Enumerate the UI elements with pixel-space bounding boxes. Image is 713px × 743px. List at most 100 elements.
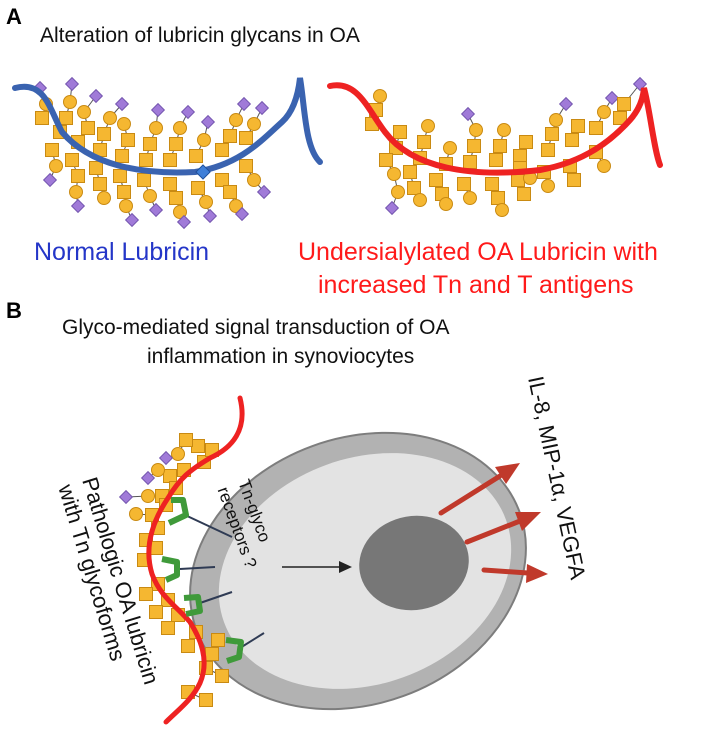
galactose-circle-icon [97, 191, 111, 205]
galnac-square-icon [545, 127, 559, 141]
receptor-3 [183, 594, 203, 617]
signal-arrow [282, 561, 352, 573]
galactose-circle-icon [421, 119, 435, 133]
galactose-circle-icon [49, 159, 63, 173]
galnac-square-icon [139, 153, 153, 167]
galactose-circle-icon [391, 185, 405, 199]
galactose-circle-icon [143, 189, 157, 203]
galactose-circle-icon [69, 185, 83, 199]
sialic-acid-diamond-icon [140, 470, 156, 486]
galactose-circle-icon [549, 113, 563, 127]
galnac-square-icon [189, 149, 203, 163]
galactose-circle-icon [495, 203, 509, 217]
galnac-square-icon [489, 153, 503, 167]
galactose-circle-icon [151, 463, 165, 477]
synoviocyte-cell [189, 431, 527, 711]
galnac-square-icon [191, 439, 205, 453]
output-arrow-2 [464, 512, 541, 545]
galnac-square-icon [613, 111, 627, 125]
galactose-circle-icon [149, 121, 163, 135]
galactose-circle-icon [117, 117, 131, 131]
galactose-circle-icon [171, 447, 185, 461]
galnac-square-icon [139, 587, 153, 601]
galnac-square-icon [169, 191, 183, 205]
pathologic-lubricin-label: Pathologic OA lubricin with Tn glycoform… [53, 473, 166, 700]
galactose-circle-icon [229, 113, 243, 127]
galnac-square-icon [393, 125, 407, 139]
galnac-square-icon [223, 185, 237, 199]
galnac-square-icon [239, 131, 253, 145]
galnac-square-icon [589, 121, 603, 135]
galnac-square-icon [205, 647, 219, 661]
galnac-square-icon [71, 169, 85, 183]
sialic-acid-diamond-icon [200, 114, 216, 130]
panel-a-letter: A [6, 4, 22, 29]
galnac-square-icon [215, 173, 229, 187]
receptor-1 [167, 497, 189, 526]
cytokine-output-arrows [438, 463, 548, 583]
galnac-square-icon [191, 181, 205, 195]
galnac-square-icon [511, 173, 525, 187]
sialic-acid-diamond-icon [256, 184, 272, 200]
galactose-circle-icon [129, 507, 143, 521]
galnac-square-icon [161, 621, 175, 635]
receptor-2 [161, 556, 180, 583]
galnac-square-icon [199, 693, 213, 707]
galactose-circle-icon [443, 141, 457, 155]
receptor-connectors [179, 514, 265, 649]
galnac-square-icon [169, 137, 183, 151]
galnac-square-icon [541, 143, 555, 157]
galnac-square-icon [215, 143, 229, 157]
galnac-square-icon [417, 135, 431, 149]
galnac-square-icon [407, 181, 421, 195]
galnac-square-icon [493, 139, 507, 153]
sialic-acid-diamond-icon [384, 200, 400, 216]
sialic-acid-diamond-icon [176, 214, 192, 230]
galnac-square-icon [571, 119, 585, 133]
galnac-square-icon [59, 111, 73, 125]
cytokine-output-label: IL-8, MIP-1α, VEGFA [523, 374, 591, 582]
sialic-acid-diamond-icon [64, 76, 80, 92]
galactose-circle-icon [77, 105, 91, 119]
galnac-square-icon [517, 187, 531, 201]
sialic-acid-diamond-icon [114, 96, 130, 112]
oa-lubricin-caption-line2: increased Tn and T antigens [318, 271, 634, 299]
galactose-circle-icon [597, 105, 611, 119]
galnac-square-icon [179, 433, 193, 447]
galactose-circle-icon [199, 195, 213, 209]
oa-lubricin-glycans [365, 76, 648, 217]
cell-nucleus [359, 515, 469, 611]
galactose-circle-icon [413, 193, 427, 207]
sialic-acid-diamond-icon [118, 489, 134, 505]
panel-b-title-line1: Glyco-mediated signal transduction of OA [62, 316, 450, 339]
galnac-square-icon [519, 135, 533, 149]
galactose-circle-icon [229, 199, 243, 213]
sialic-acid-diamond-icon [202, 208, 218, 224]
galnac-square-icon [65, 153, 79, 167]
galnac-square-icon [113, 169, 127, 183]
galnac-square-icon [81, 121, 95, 135]
sialic-acid-diamond-icon [460, 106, 476, 122]
galactose-circle-icon [463, 191, 477, 205]
galactose-circle-icon [439, 197, 453, 211]
galnac-square-icon [215, 669, 229, 683]
sialic-acid-diamond-icon [150, 102, 166, 118]
galnac-square-icon [163, 177, 177, 191]
panel-b-letter: B [6, 298, 22, 323]
galactose-circle-icon [197, 133, 211, 147]
sialic-acid-diamond-icon [88, 88, 104, 104]
receptor-4 [225, 637, 244, 664]
oa-lubricin-backbone [327, 82, 663, 176]
sialic-acid-diamond-icon [124, 212, 140, 228]
sialic-acid-diamond-icon [180, 104, 196, 120]
galactose-circle-icon [597, 159, 611, 173]
galnac-square-icon [143, 137, 157, 151]
galactose-circle-icon [469, 123, 483, 137]
galnac-square-icon [565, 133, 579, 147]
sialic-acid-diamond-icon [254, 100, 270, 116]
sialic-acid-diamond-icon [632, 76, 648, 92]
sialic-acid-diamond-icon [148, 202, 164, 218]
galactose-circle-icon [387, 167, 401, 181]
galnac-square-icon [491, 191, 505, 205]
